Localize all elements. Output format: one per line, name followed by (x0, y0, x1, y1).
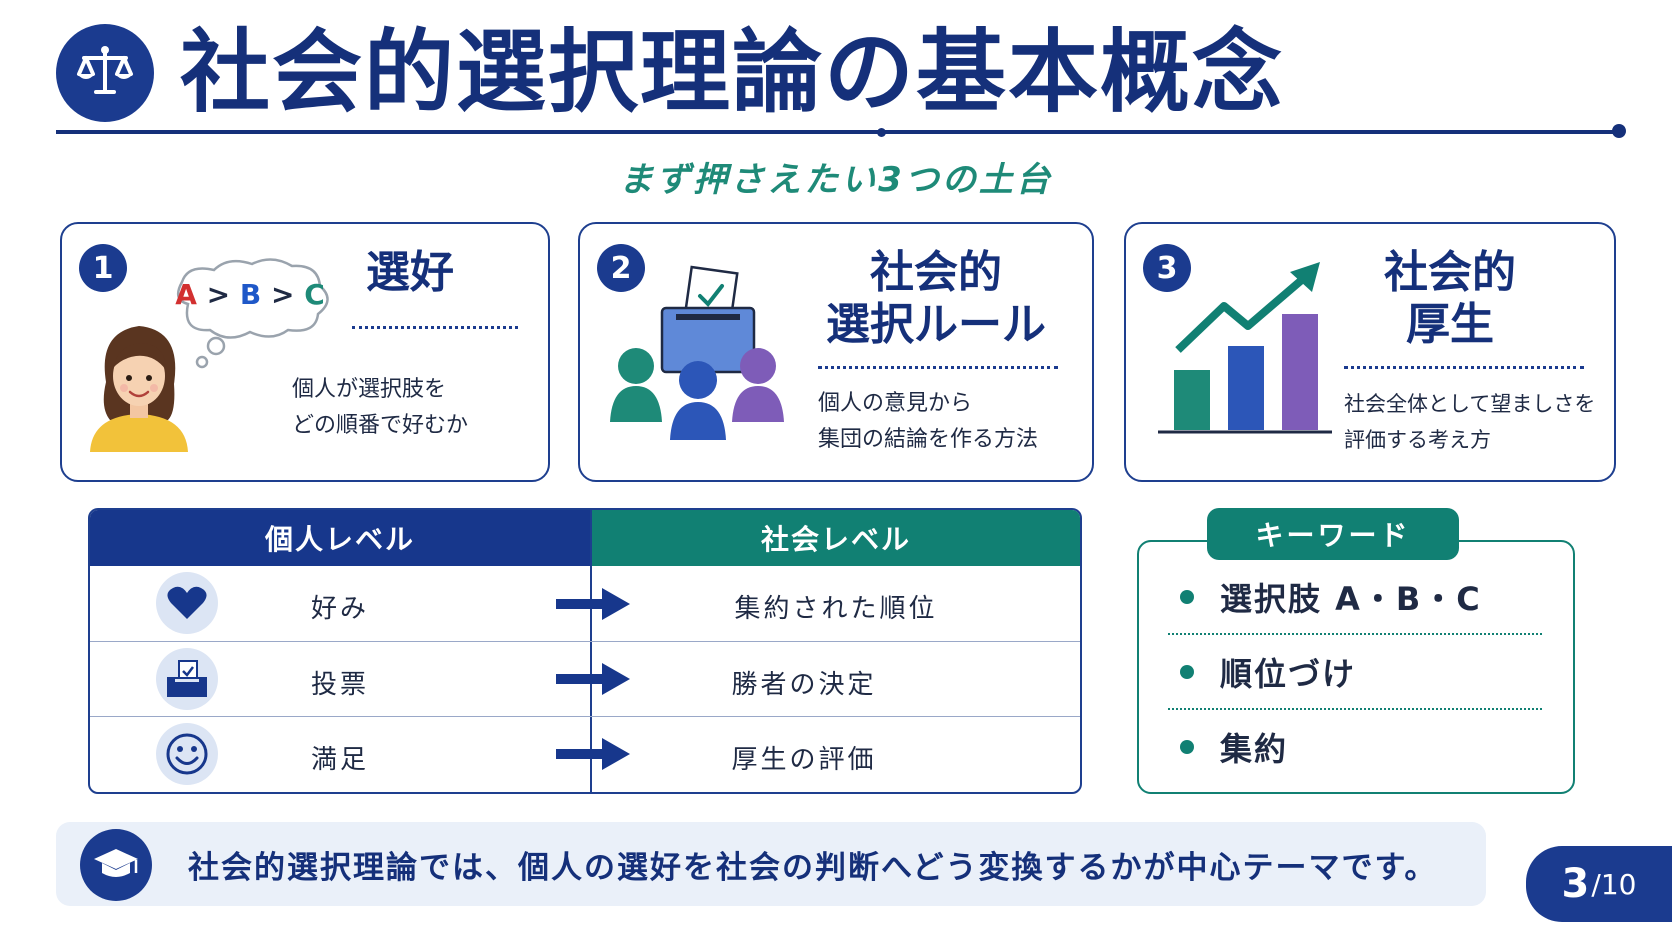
page-subtitle: まず押さえたい3つの土台 (619, 160, 1053, 200)
bubble-ranking: A > B > C (175, 278, 325, 311)
card-number-2: 2 (597, 244, 645, 292)
keyword-item: 集約 (1180, 722, 1560, 772)
page-title: 社会的選択理論の基本概念 (180, 20, 1284, 125)
keyword-item: 順位づけ (1180, 647, 1560, 697)
arrow-right-icon (556, 586, 630, 626)
voting-group-icon (606, 262, 800, 442)
table-cell-social: 勝者の決定 (731, 670, 877, 700)
card-desc-line: 社会全体として望ましさを (1344, 392, 1596, 416)
keyword-divider (1168, 708, 1542, 710)
card-desc-line: どの順番で好むか (292, 413, 469, 438)
page-indicator: 3 /10 (1526, 846, 1672, 922)
ballot-box-icon (156, 648, 218, 710)
thought-bubble: A > B > C (168, 256, 332, 369)
header-divider-dot (877, 128, 886, 137)
keyword-text: 集約 (1220, 730, 1289, 768)
card-number-1: 1 (79, 244, 127, 292)
header-divider-end (1612, 124, 1626, 138)
header-divider (56, 130, 1620, 134)
scales-icon (56, 24, 154, 122)
table-cell-individual: 好み (310, 594, 369, 624)
card-desc-line: 評価する考え方 (1344, 428, 1491, 452)
card-divider (352, 326, 518, 329)
keyword-text: 順位づけ (1220, 655, 1357, 693)
page-total: /10 (1591, 867, 1637, 901)
graduation-cap-icon (80, 829, 152, 901)
page-current: 3 (1561, 861, 1590, 907)
bullet-icon (1180, 740, 1194, 754)
keyword-divider (1168, 633, 1542, 635)
table-cell-social: 厚生の評価 (731, 745, 877, 775)
summary-text: 社会的選択理論では、個人の選好を社会の判断へどう変換するかが中心テーマです。 (188, 850, 1438, 886)
bullet-icon (1180, 590, 1194, 604)
card-title-preference: 選好 (366, 247, 454, 298)
card-social-welfare (1124, 222, 1616, 482)
card-number-3: 3 (1143, 244, 1191, 292)
smiley-icon (156, 723, 218, 785)
bullet-icon (1180, 665, 1194, 679)
table-row: 投票 勝者の決定 (90, 642, 1080, 716)
table-row-divider (90, 716, 1080, 717)
keyword-item: 選択肢 A・B・C (1180, 572, 1560, 622)
keyword-text: 選択肢 A・B・C (1220, 580, 1482, 618)
person-icon (84, 312, 194, 452)
card-desc-line: 個人が選択肢を (292, 377, 447, 402)
table-header-individual: 個人レベル (90, 510, 590, 566)
table-column-divider (590, 510, 592, 792)
summary-banner (56, 822, 1486, 906)
card-title-line: 厚生 (1406, 299, 1494, 350)
keyword-label: キーワード (1207, 508, 1459, 560)
card-title-line: 社会的 (870, 247, 1002, 298)
card-desc-line: 集団の結論を作る方法 (818, 427, 1039, 452)
card-divider (818, 366, 1058, 369)
table-cell-individual: 満足 (310, 745, 369, 775)
heart-icon (156, 572, 218, 634)
table-cell-social: 集約された順位 (734, 594, 938, 624)
table-row: 好み 集約された順位 (90, 566, 1080, 641)
table-row: 満足 厚生の評価 (90, 717, 1080, 792)
card-desc-line: 個人の意見から (818, 391, 973, 416)
card-title-line: 選択ルール (826, 299, 1046, 350)
level-mapping-table: 個人レベル 社会レベル 好み 集約された順位 投票 勝者の決定 (88, 508, 1082, 794)
card-title-line: 社会的 (1384, 247, 1516, 298)
table-row-divider (90, 641, 1080, 642)
table-header-social: 社会レベル (592, 510, 1080, 566)
arrow-right-icon (556, 661, 630, 701)
table-cell-individual: 投票 (310, 670, 369, 700)
growth-chart-icon (1154, 258, 1334, 438)
card-divider (1344, 366, 1584, 369)
arrow-right-icon (556, 736, 630, 776)
